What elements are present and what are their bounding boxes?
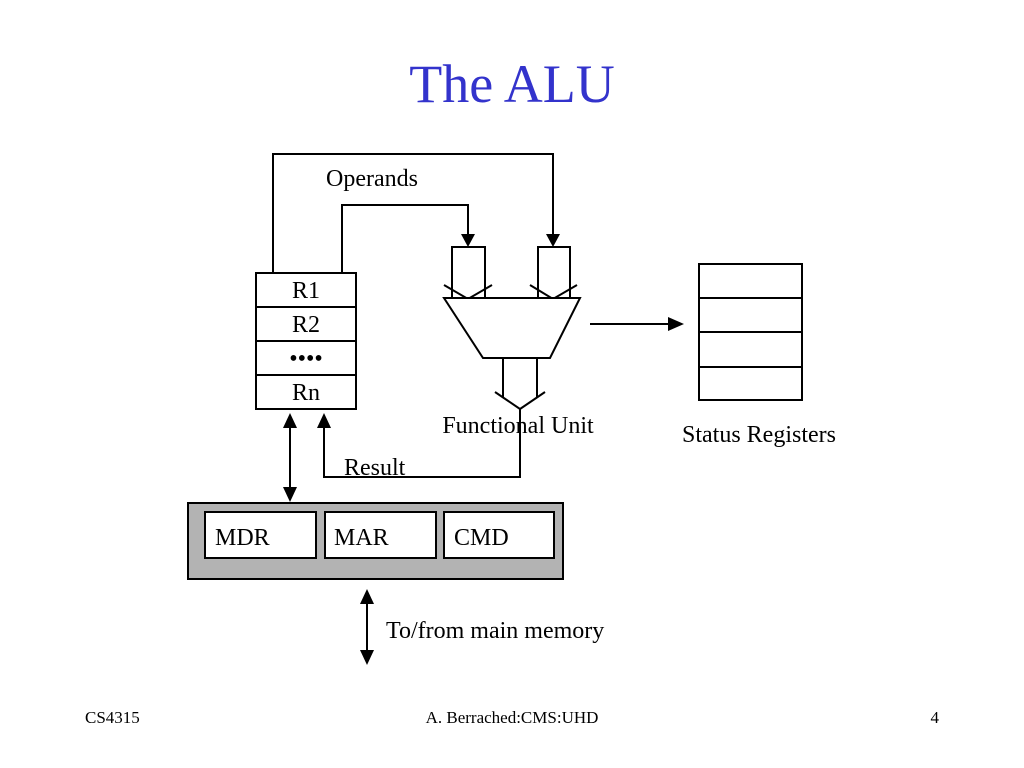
operand-path-outer xyxy=(272,153,560,273)
cmd-register: CMD xyxy=(454,525,509,551)
functional-unit xyxy=(442,246,582,411)
arrowhead-icon xyxy=(360,650,374,665)
register-r2: R2 xyxy=(292,312,320,338)
main-memory-bidirectional-arrow xyxy=(360,589,374,665)
arrowhead-icon xyxy=(317,413,331,428)
footer-course: CS4315 xyxy=(85,708,140,727)
mdr-register: MDR xyxy=(215,525,270,551)
mar-register: MAR xyxy=(334,525,389,551)
functional-unit-label: Functional Unit xyxy=(442,413,594,439)
alu-input-a-icon xyxy=(443,246,493,301)
regfile-memory-bidirectional-arrow xyxy=(283,413,297,502)
memory-interface: MDR MAR CMD xyxy=(187,502,564,580)
register-r1: R1 xyxy=(292,278,320,304)
arrowhead-icon xyxy=(546,234,560,247)
alu-input-b-icon xyxy=(529,246,578,301)
status-registers xyxy=(698,263,803,401)
result-path xyxy=(317,409,521,478)
operand-path-inner xyxy=(341,204,475,273)
status-arrow xyxy=(590,317,684,331)
arrowhead-icon xyxy=(360,589,374,604)
arrowhead-icon xyxy=(283,487,297,502)
result-label: Result xyxy=(344,455,406,481)
arrowhead-icon xyxy=(668,317,684,331)
operands-label: Operands xyxy=(326,166,418,192)
register-rn: Rn xyxy=(292,380,320,406)
arrowhead-icon xyxy=(461,234,475,247)
status-registers-label: Status Registers xyxy=(682,422,836,448)
register-file: R1 R2 •••• Rn xyxy=(255,272,357,410)
alu-output-icon xyxy=(494,358,546,411)
footer-page-number: 4 xyxy=(930,708,940,727)
footer-author: A. Berrached:CMS:UHD xyxy=(425,708,599,727)
register-ellipsis: •••• xyxy=(289,346,323,372)
slide-title: The ALU xyxy=(409,54,615,114)
main-memory-label: To/from main memory xyxy=(386,618,604,644)
arrowhead-icon xyxy=(283,413,297,428)
